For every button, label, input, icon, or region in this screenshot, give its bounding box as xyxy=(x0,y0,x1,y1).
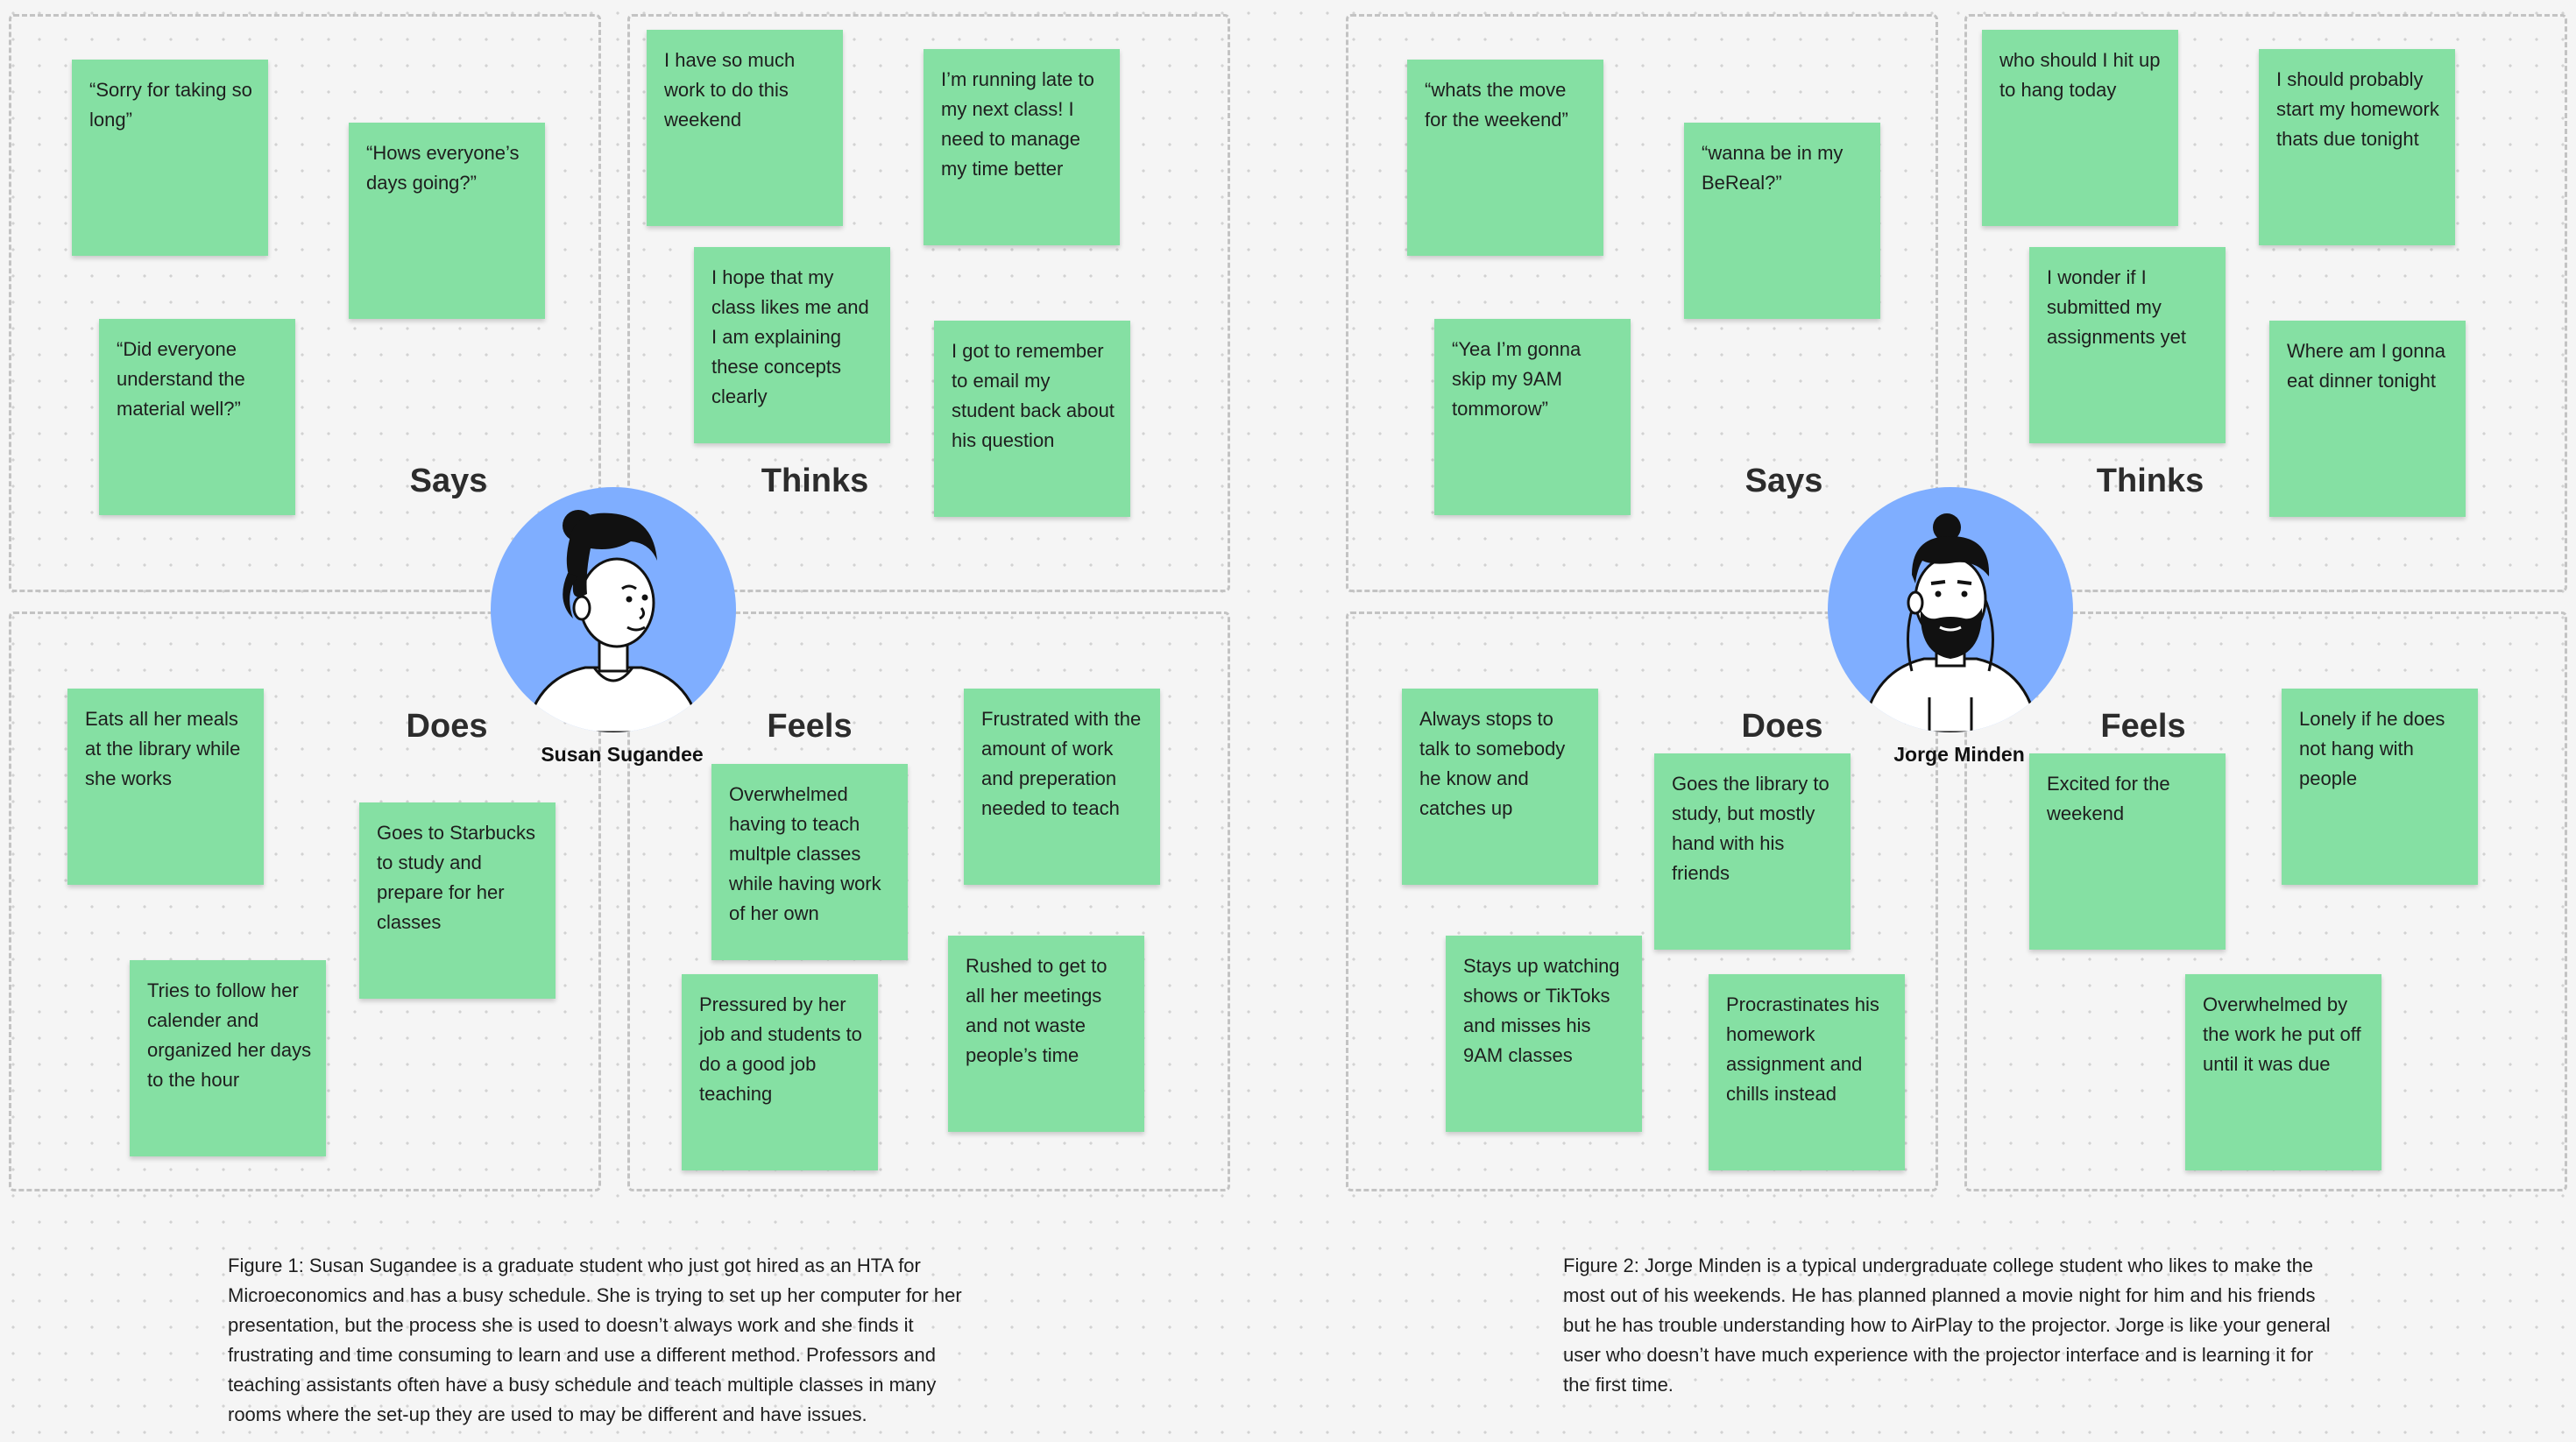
sticky-note[interactable]: “Did everyone understand the material we… xyxy=(99,319,295,515)
avatar xyxy=(491,487,736,732)
does-quadrant xyxy=(1346,611,1938,1191)
sticky-note[interactable]: who should I hit up to hang today xyxy=(1982,30,2178,226)
does-label: Does xyxy=(1741,708,1823,745)
sticky-note[interactable]: Overwhelmed by the work he put off until… xyxy=(2185,974,2381,1170)
says-quadrant xyxy=(9,14,601,592)
thinks-quadrant xyxy=(627,14,1230,592)
sticky-note[interactable]: I’m running late to my next class! I nee… xyxy=(924,49,1120,245)
man-avatar-icon xyxy=(1861,513,2040,732)
sticky-note[interactable]: Rushed to get to all her meetings and no… xyxy=(948,936,1144,1132)
thinks-quadrant xyxy=(1964,14,2567,592)
woman-avatar-icon xyxy=(524,510,703,732)
feels-label: Feels xyxy=(767,708,853,745)
avatar-circle xyxy=(1828,487,2073,732)
person-name: Jorge Minden xyxy=(1893,743,2025,766)
sticky-note[interactable]: “Hows everyone’s days going?” xyxy=(349,123,545,319)
sticky-note[interactable]: Where am I gonna eat dinner tonight xyxy=(2269,321,2466,517)
avatar-circle xyxy=(491,487,736,732)
feels-label: Feels xyxy=(2100,708,2186,745)
sticky-note[interactable]: Eats all her meals at the library while … xyxy=(67,689,264,885)
sticky-note[interactable]: Always stops to talk to somebody he know… xyxy=(1402,689,1598,885)
sticky-note[interactable]: “Yea I’m gonna skip my 9AM tommorow” xyxy=(1434,319,1631,515)
sticky-note[interactable]: Pressured by her job and students to do … xyxy=(682,974,878,1170)
figure-caption: Figure 1: Susan Sugandee is a graduate s… xyxy=(228,1255,962,1425)
sticky-note[interactable]: Stays up watching shows or TikToks and m… xyxy=(1446,936,1642,1132)
sticky-note[interactable]: Tries to follow her calender and organiz… xyxy=(130,960,326,1156)
sticky-note[interactable]: Overwhelmed having to teach multple clas… xyxy=(711,764,908,960)
says-label: Says xyxy=(1744,463,1823,499)
feels-quadrant xyxy=(1964,611,2567,1191)
sticky-note[interactable]: “whats the move for the weekend” xyxy=(1407,60,1603,256)
person-name: Susan Sugandee xyxy=(541,743,704,766)
sticky-note[interactable]: “Sorry for taking so long” xyxy=(72,60,268,256)
thinks-label: Thinks xyxy=(761,463,869,499)
figure-caption: Figure 2: Jorge Minden is a typical unde… xyxy=(1563,1255,2331,1396)
sticky-note[interactable]: I should probably start my homework that… xyxy=(2259,49,2455,245)
sticky-note[interactable]: I have so much work to do this weekend xyxy=(647,30,843,226)
says-quadrant xyxy=(1346,14,1938,592)
sticky-note[interactable]: Frustrated with the amount of work and p… xyxy=(964,689,1160,885)
sticky-note[interactable]: Goes to Starbucks to study and prepare f… xyxy=(359,802,556,999)
says-label: Says xyxy=(409,463,488,499)
sticky-note[interactable]: I wonder if I submitted my assignments y… xyxy=(2029,247,2226,443)
sticky-note[interactable]: I got to remember to email my student ba… xyxy=(934,321,1130,517)
thinks-label: Thinks xyxy=(2096,463,2204,499)
sticky-note[interactable]: Procrastinates his homework assignment a… xyxy=(1709,974,1905,1170)
does-label: Does xyxy=(406,708,488,745)
sticky-note[interactable]: Excited for the weekend xyxy=(2029,753,2226,950)
sticky-note[interactable]: “wanna be in my BeReal?” xyxy=(1684,123,1880,319)
does-quadrant xyxy=(9,611,601,1191)
empathy-map-susan: Says Thinks Does Feels “Sorry for taking… xyxy=(0,0,1235,1200)
avatar xyxy=(1828,487,2073,732)
feels-quadrant xyxy=(627,611,1230,1191)
empathy-map-jorge: Says Thinks Does Feels “whats the move f… xyxy=(1337,0,2572,1200)
sticky-note[interactable]: Goes the library to study, but mostly ha… xyxy=(1654,753,1851,950)
sticky-note[interactable]: I hope that my class likes me and I am e… xyxy=(694,247,890,443)
sticky-note[interactable]: Lonely if he does not hang with people xyxy=(2282,689,2478,885)
